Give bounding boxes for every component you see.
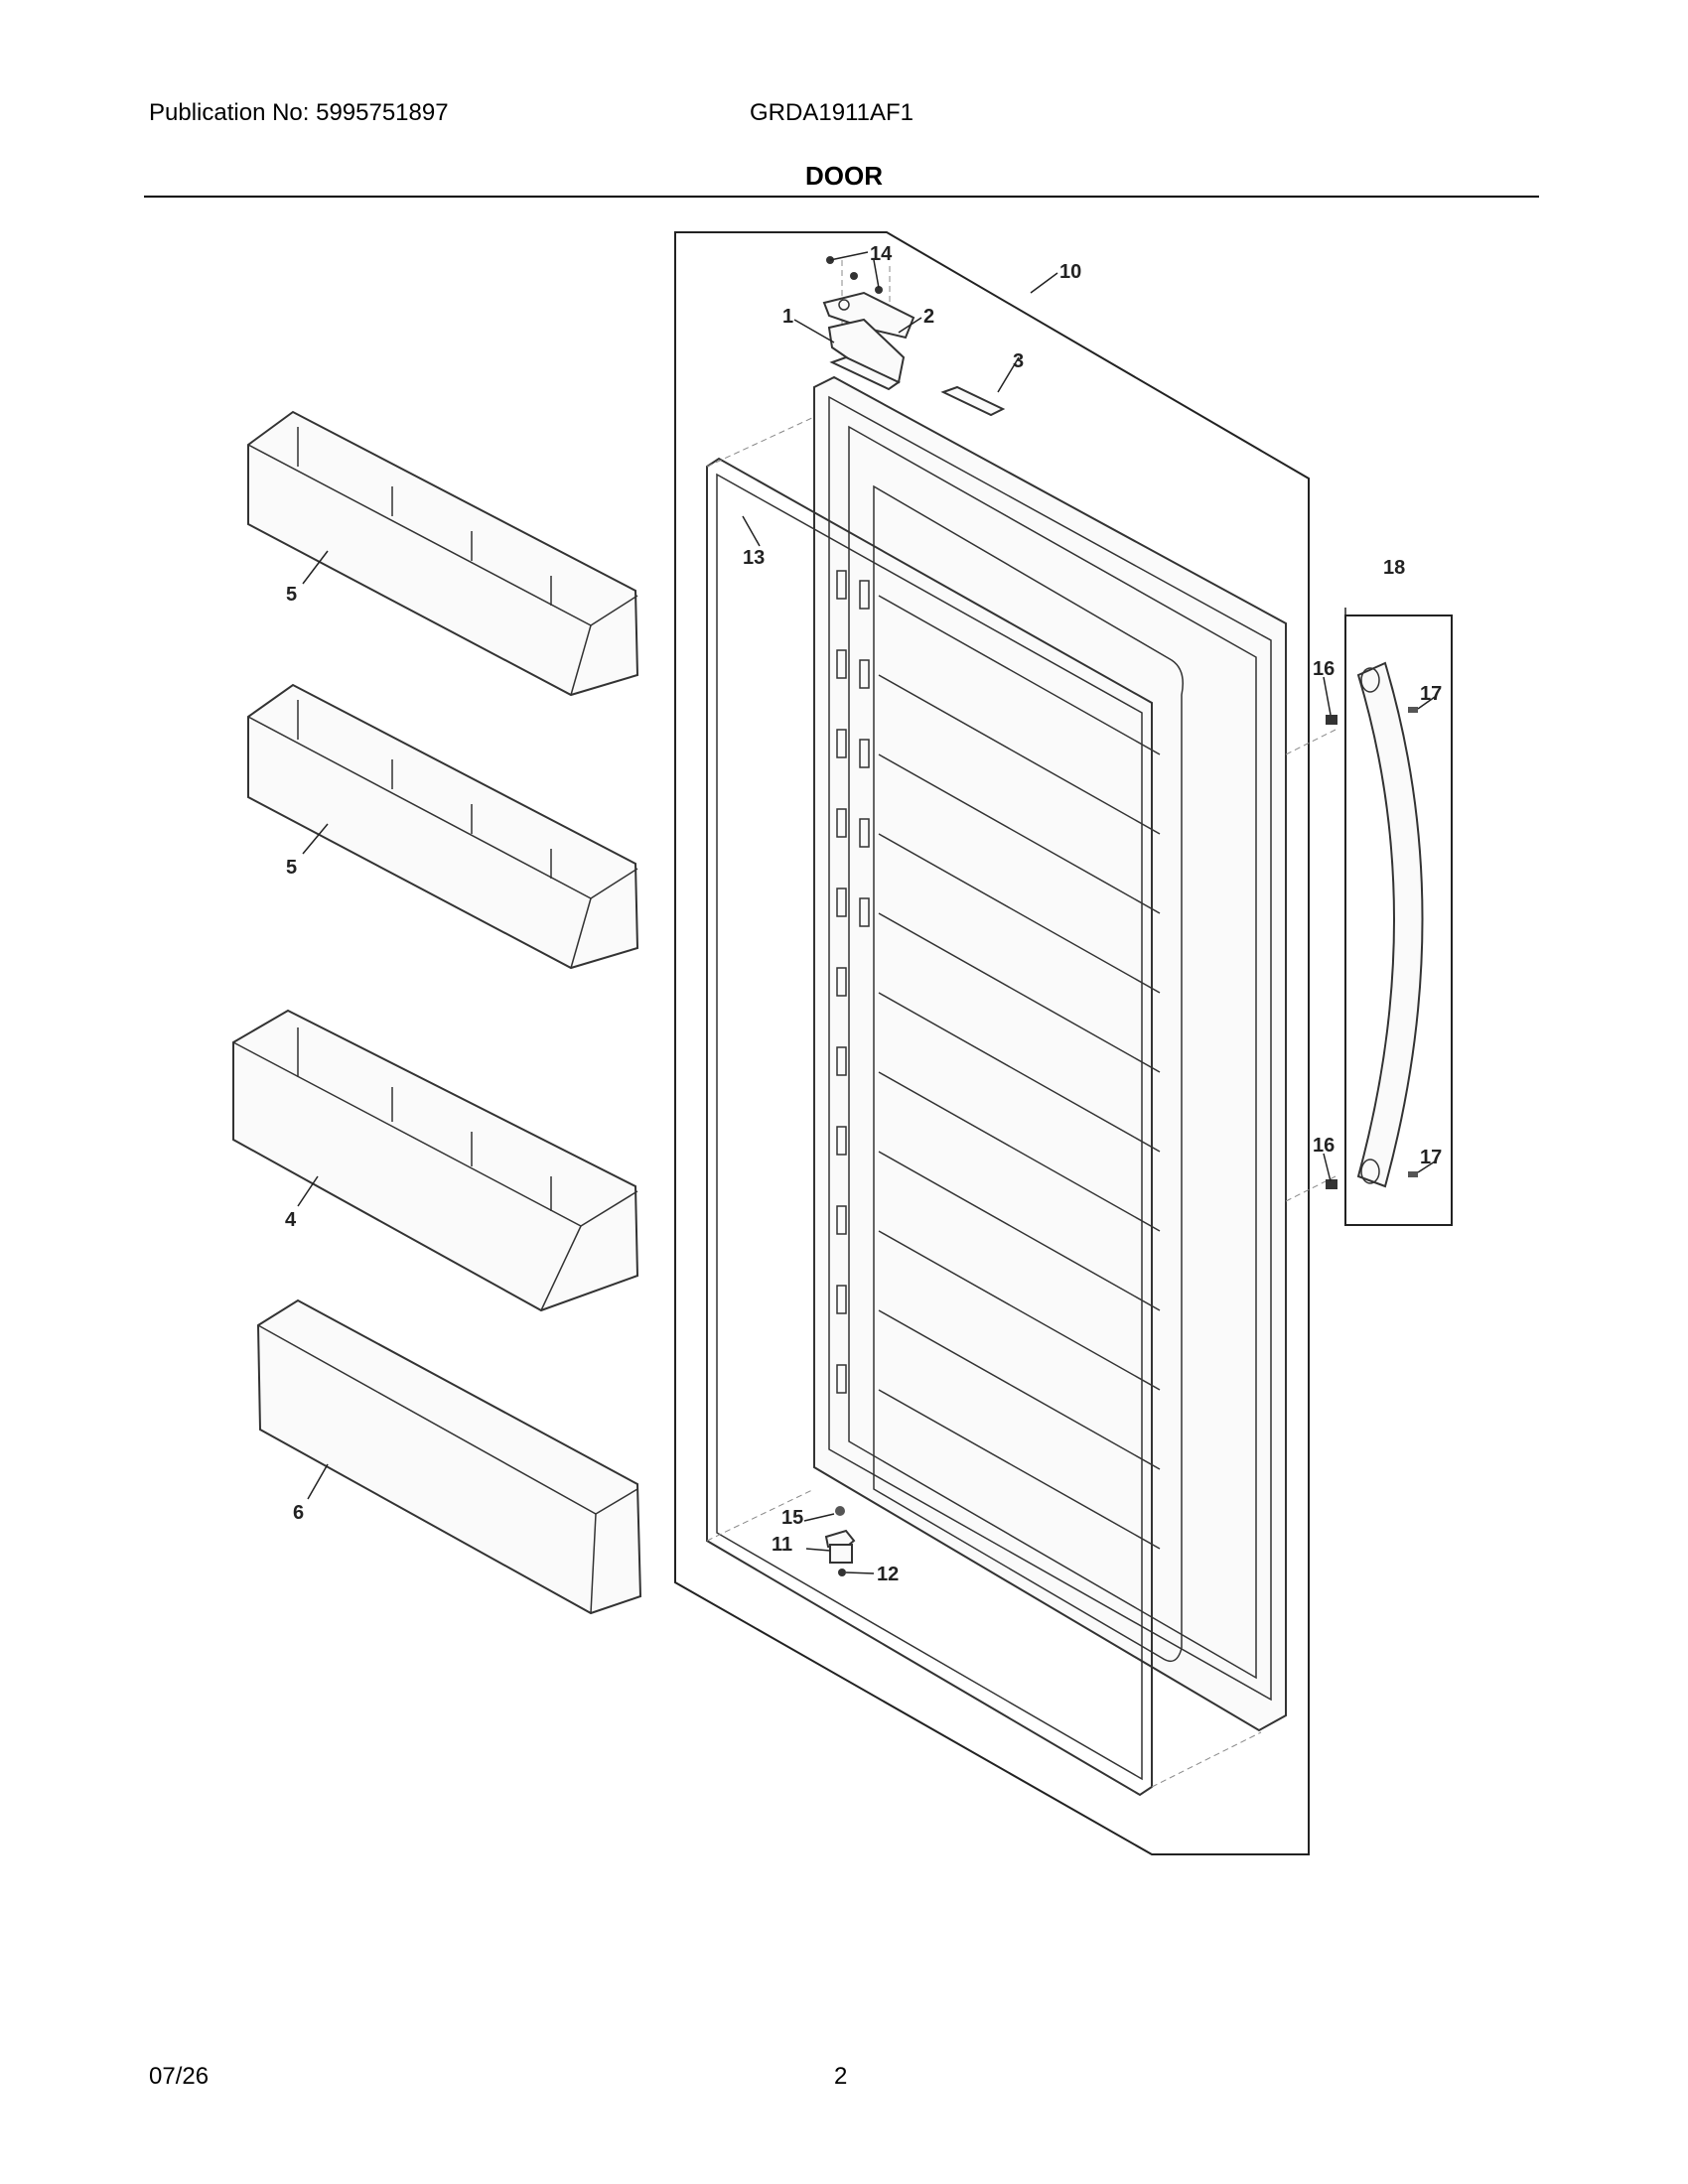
callout-10: 10 <box>1059 261 1081 283</box>
callout-16-upper: 16 <box>1313 658 1335 680</box>
callout-17-upper: 17 <box>1420 683 1442 705</box>
door-bin-deep <box>232 1009 639 1312</box>
door-bin-upper <box>247 410 639 697</box>
callout-3: 3 <box>1013 350 1024 372</box>
liner-shelf-ridges <box>878 595 1161 1550</box>
hinge-screws <box>826 256 883 294</box>
callout-14: 14 <box>870 243 893 265</box>
callout-12: 12 <box>877 1564 899 1585</box>
door-bin-small <box>256 1298 642 1615</box>
door-liner <box>813 375 1287 1732</box>
callout-11: 11 <box>772 1534 792 1556</box>
liner-slots <box>836 570 870 1394</box>
door-assembly-boundary <box>674 231 1310 1855</box>
callout-1: 1 <box>782 306 793 328</box>
callout-4: 4 <box>285 1209 297 1231</box>
callout-6: 6 <box>293 1502 304 1524</box>
leader-lines <box>297 251 1436 1574</box>
header-divider <box>144 196 1539 198</box>
hinge-bracket <box>827 318 906 391</box>
model-number: GRDA1911AF1 <box>750 99 914 126</box>
bottom-hinge-screw <box>838 1569 846 1576</box>
callout-13: 13 <box>743 547 765 569</box>
hinge-bushing <box>835 1506 845 1516</box>
handle-studs <box>1326 715 1337 1189</box>
top-hinge <box>822 291 915 340</box>
door-bin-middle <box>247 683 639 970</box>
door-label <box>940 385 1006 417</box>
page-number: 2 <box>834 2063 848 2090</box>
publication-number: Publication No: 5995751897 <box>149 99 449 126</box>
callout-5-upper: 5 <box>286 584 297 606</box>
callout-15: 15 <box>781 1507 803 1529</box>
callout-2: 2 <box>923 306 934 328</box>
handle-group-box <box>1344 614 1453 1226</box>
callout-18: 18 <box>1383 557 1405 579</box>
section-title: DOOR <box>805 161 883 191</box>
footer-date: 07/26 <box>149 2063 210 2090</box>
handle-set-screws <box>1408 707 1418 1177</box>
callout-17-lower: 17 <box>1420 1147 1442 1168</box>
callout-5-lower: 5 <box>286 857 297 879</box>
bottom-hinge <box>824 1529 856 1564</box>
door-handle <box>1356 661 1424 1188</box>
callout-16-lower: 16 <box>1313 1135 1335 1157</box>
